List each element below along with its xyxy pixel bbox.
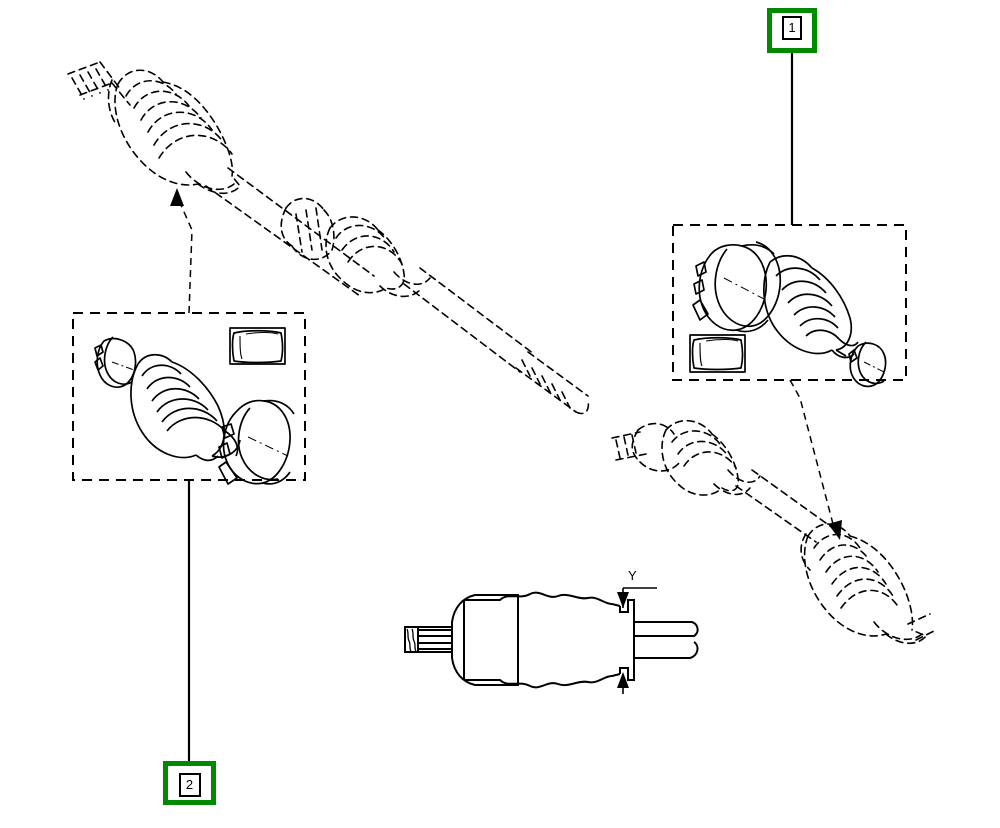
- callout-badge-1[interactable]: 1: [767, 8, 817, 53]
- cv-joint-section-view: [404, 587, 699, 694]
- callout-badge-2-label: 2: [178, 772, 201, 797]
- grease-packet-2: [229, 327, 286, 365]
- callout-badge-1-label: 1: [782, 15, 802, 40]
- detail-box-2-contents: [94, 327, 295, 485]
- leader-box2-to-upper-shaft: [170, 188, 193, 314]
- upper-left-drive-shaft: [67, 61, 590, 415]
- large-band-clamp-1: [692, 241, 782, 333]
- boot-kit-detail-box-1: [672, 224, 907, 381]
- rubber-bellows-boot-1: [763, 254, 859, 359]
- dimension-label-y: Y: [628, 568, 637, 583]
- large-band-clamp-2: [218, 399, 295, 485]
- lower-right-drive-shaft: [611, 419, 937, 645]
- boot-kit-detail-box-2: [72, 312, 306, 481]
- grease-packet-1: [689, 334, 746, 373]
- callout-badge-2[interactable]: 2: [163, 761, 216, 805]
- detail-box-1-contents: [689, 241, 887, 388]
- leader-box1-to-lower-shaft: [789, 379, 842, 540]
- small-band-clamp-1: [848, 341, 887, 388]
- small-band-clamp-2: [94, 336, 137, 388]
